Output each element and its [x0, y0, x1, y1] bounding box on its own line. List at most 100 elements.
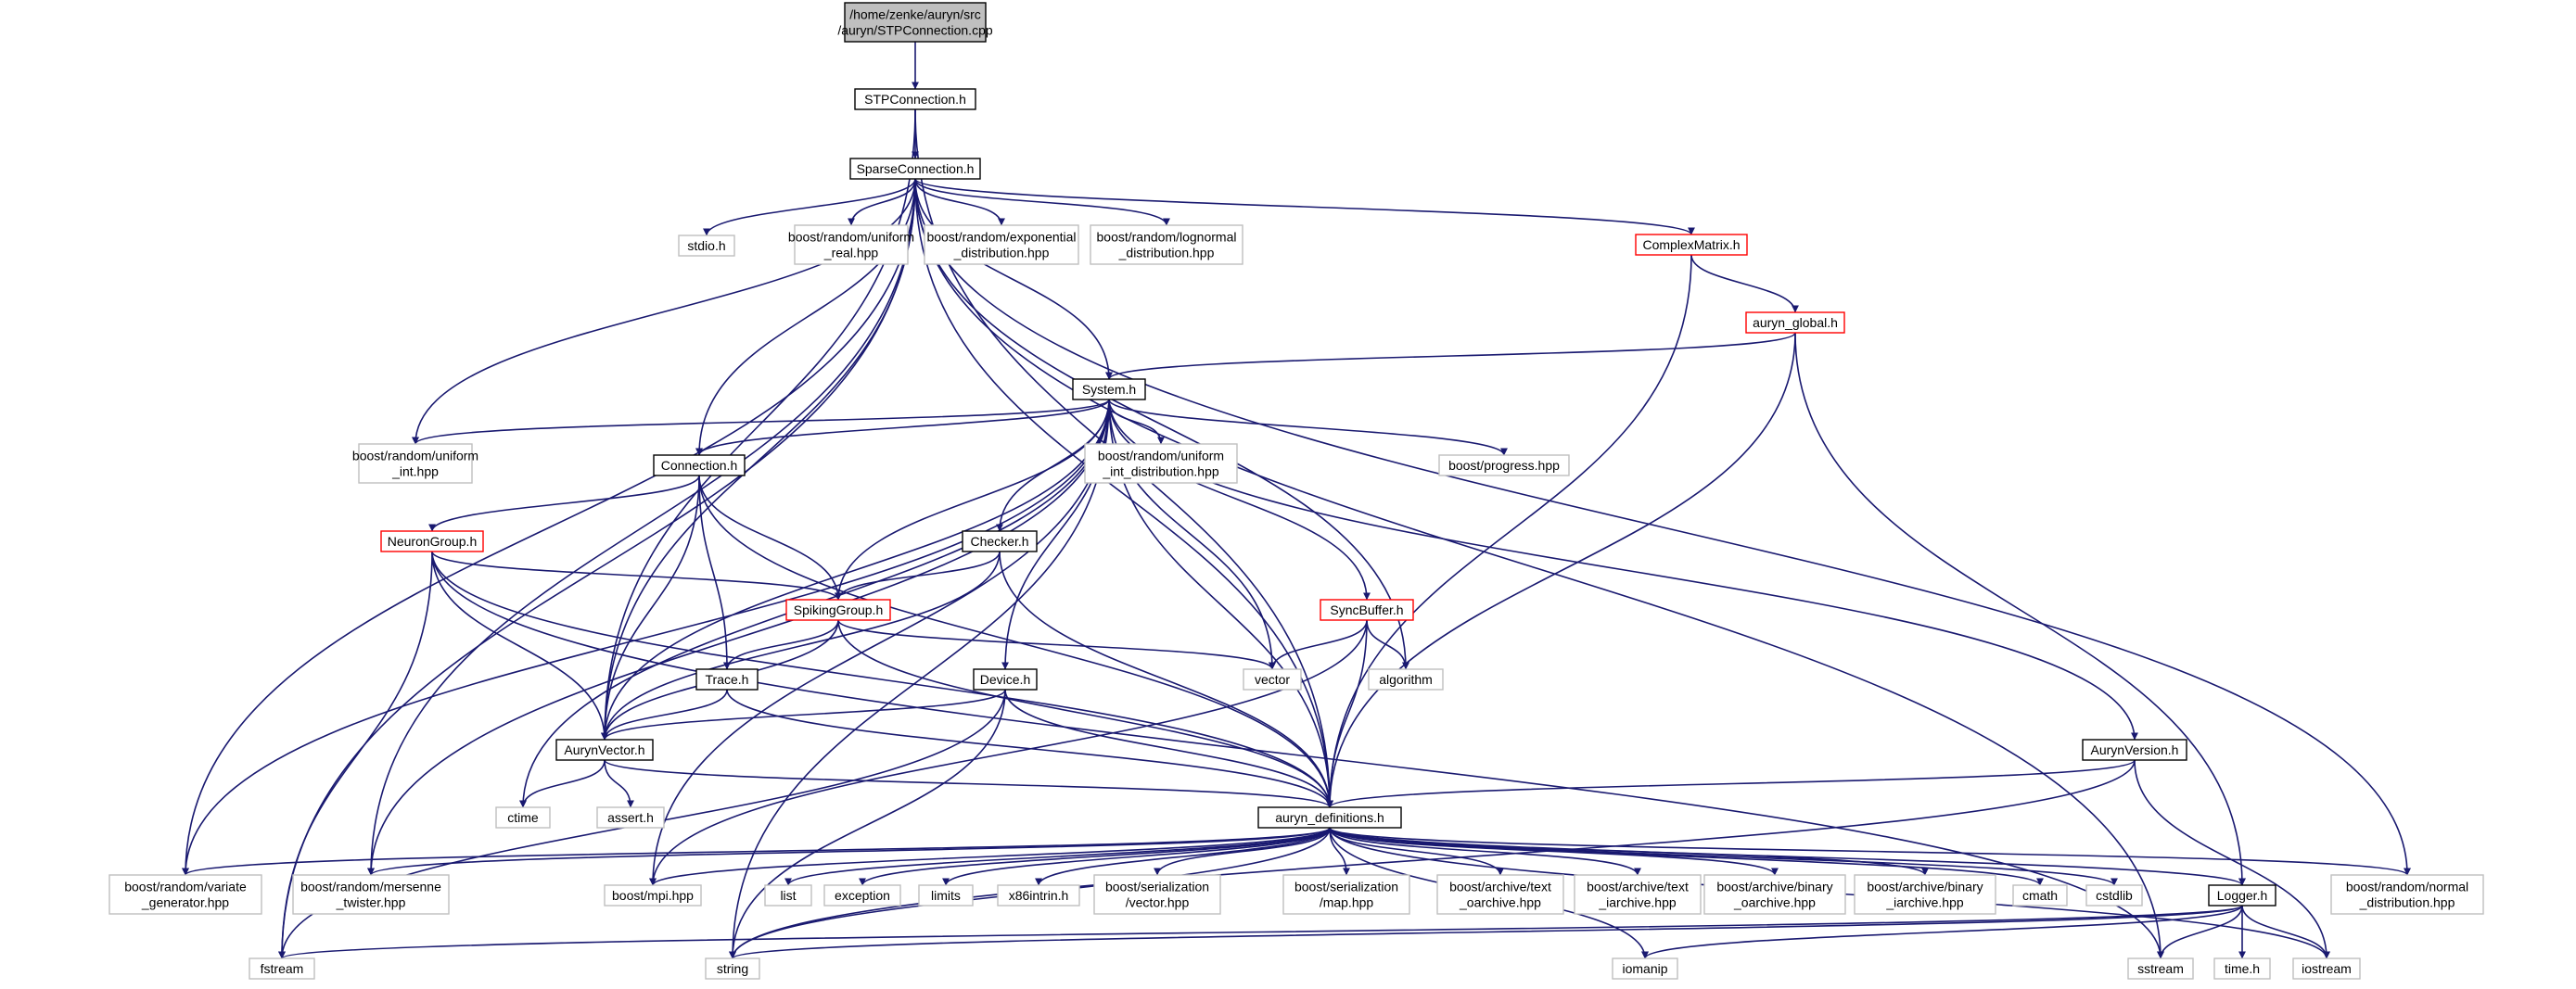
node-text_oarchive[interactable]: boost/archive/text_oarchive.hpp: [1436, 874, 1564, 915]
node-fstream[interactable]: fstream: [249, 957, 315, 980]
edge-connection_h-to-auryn_definitions_h: [698, 475, 1333, 808]
edge-system_h-to-variate_generator: [182, 399, 1110, 876]
node-algorithm[interactable]: algorithm: [1368, 668, 1444, 691]
node-sstream[interactable]: sstream: [2127, 957, 2194, 980]
node-spikinggroup_h[interactable]: SpikingGroup.h: [785, 599, 891, 621]
node-system_h[interactable]: System.h: [1072, 378, 1146, 400]
node-label: /map.hpp: [1320, 895, 1374, 910]
node-serialization_map[interactable]: boost/serialization/map.hpp: [1282, 874, 1410, 915]
node-label: /home/zenke/auryn/src: [849, 7, 981, 22]
node-label: boost/random/variate: [124, 880, 247, 894]
edge-neurongroup_h-to-aurynvector_h: [431, 551, 608, 741]
node-syncbuffer_h[interactable]: SyncBuffer.h: [1320, 599, 1414, 621]
edge-auryn_definitions_h-to-cstdlib: [1329, 827, 2118, 886]
node-iostream[interactable]: iostream: [2292, 957, 2361, 980]
node-ctime[interactable]: ctime: [495, 806, 551, 829]
node-sparseconnection_h[interactable]: SparseConnection.h: [849, 158, 981, 180]
node-list[interactable]: list: [764, 884, 812, 907]
node-mersenne_twister[interactable]: boost/random/mersenne_twister.hpp: [292, 874, 450, 915]
node-box: [1574, 874, 1702, 915]
node-box: [380, 530, 484, 552]
node-x86intrin_h[interactable]: x86intrin.h: [997, 884, 1080, 907]
node-box: [2208, 884, 2276, 907]
node-stpconnection_h[interactable]: STPConnection.h: [854, 88, 976, 110]
node-box: [292, 874, 450, 915]
node-time_h[interactable]: time.h: [2213, 957, 2271, 980]
node-label: AurynVector.h: [564, 742, 644, 757]
edge-syncbuffer_h-to-mpi: [649, 619, 1368, 886]
node-auryn_definitions_h[interactable]: auryn_definitions.h: [1257, 806, 1402, 829]
node-binary_oarchive[interactable]: boost/archive/binary_oarchive.hpp: [1703, 874, 1846, 915]
node-complexmatrix_h[interactable]: ComplexMatrix.h: [1635, 234, 1748, 256]
edge-sparseconnection_h-to-algorithm: [914, 178, 1409, 670]
node-neurongroup_h[interactable]: NeuronGroup.h: [380, 530, 484, 552]
node-label: auryn_global.h: [1753, 315, 1838, 330]
node-string[interactable]: string: [705, 957, 760, 980]
node-label: assert.h: [607, 810, 654, 825]
node-uniform_int_dist[interactable]: boost/random/uniform_int_distribution.hp…: [1084, 443, 1238, 484]
node-root[interactable]: /home/zenke/auryn/src/auryn/STPConnectio…: [837, 2, 993, 43]
edge-aurynversion_h-to-auryn_definitions_h: [1326, 759, 2136, 808]
node-checker_h[interactable]: Checker.h: [962, 530, 1038, 552]
edge-complexmatrix_h-to-auryn_definitions_h: [1326, 254, 1692, 808]
node-box: [794, 224, 909, 265]
node-box: [854, 88, 976, 110]
node-label: ctime: [507, 810, 539, 825]
node-assert_h[interactable]: assert.h: [596, 806, 665, 829]
node-device_h[interactable]: Device.h: [973, 668, 1038, 691]
node-serialization_vector[interactable]: boost/serialization/vector.hpp: [1093, 874, 1221, 915]
edge-aurynvector_h-to-auryn_definitions_h: [604, 759, 1333, 808]
node-label: boost/random/uniform: [1098, 449, 1224, 463]
node-vector[interactable]: vector: [1243, 668, 1302, 691]
node-trace_h[interactable]: Trace.h: [695, 668, 759, 691]
node-box: [2085, 884, 2143, 907]
node-aurynvector_h[interactable]: AurynVector.h: [555, 739, 654, 761]
node-binary_iarchive[interactable]: boost/archive/binary_iarchive.hpp: [1854, 874, 1996, 915]
node-variate_generator[interactable]: boost/random/variate_generator.hpp: [108, 874, 262, 915]
edge-spikinggroup_h-to-trace_h: [723, 619, 839, 670]
node-stdio_h[interactable]: stdio.h: [678, 235, 735, 257]
node-text_iarchive[interactable]: boost/archive/text_iarchive.hpp: [1574, 874, 1702, 915]
node-exponential[interactable]: boost/random/exponential_distribution.hp…: [924, 224, 1079, 265]
node-limits[interactable]: limits: [918, 884, 974, 907]
node-box: [678, 235, 735, 257]
node-progress[interactable]: boost/progress.hpp: [1438, 454, 1570, 476]
node-label: boost/serialization: [1294, 880, 1398, 894]
edge-auryn_global_h-to-system_h: [1105, 332, 1796, 380]
node-logger_h[interactable]: Logger.h: [2208, 884, 2276, 907]
node-label: _distribution.hpp: [2359, 895, 2455, 910]
node-label: limits: [931, 888, 961, 903]
node-cmath[interactable]: cmath: [2012, 884, 2068, 907]
node-box: [844, 2, 987, 43]
node-label: _iarchive.hpp: [1885, 895, 1963, 910]
node-label: list: [780, 888, 796, 903]
node-aurynversion_h[interactable]: AurynVersion.h: [2082, 739, 2187, 761]
node-label: boost/archive/text: [1587, 880, 1689, 894]
edge-neurongroup_h-to-auryn_definitions_h: [431, 551, 1333, 808]
node-label: _int_distribution.hpp: [1102, 464, 1219, 479]
edge-sparseconnection_h-to-auryn_definitions_h: [914, 178, 1333, 808]
node-uniform_real[interactable]: boost/random/uniform_real.hpp: [788, 224, 914, 265]
edge-auryn_definitions_h-to-exception: [859, 827, 1331, 886]
node-connection_h[interactable]: Connection.h: [653, 454, 746, 476]
edge-sparseconnection_h-to-system_h: [914, 178, 1113, 380]
edge-checker_h-to-spikinggroup_h: [835, 551, 1001, 601]
node-box: [555, 739, 654, 761]
node-cstdlib[interactable]: cstdlib: [2085, 884, 2143, 907]
node-label: _twister.hpp: [336, 895, 406, 910]
node-auryn_global_h[interactable]: auryn_global.h: [1745, 311, 1845, 334]
node-lognormal[interactable]: boost/random/lognormal_distribution.hpp: [1090, 224, 1243, 265]
node-label: boost/serialization: [1105, 880, 1209, 894]
node-normal_distribution[interactable]: boost/random/normal_distribution.hpp: [2330, 874, 2484, 915]
edge-spikinggroup_h-to-vector: [837, 619, 1276, 670]
node-label: boost/archive/binary: [1867, 880, 1983, 894]
edge-auryn_definitions_h-to-list: [784, 827, 1331, 886]
node-box: [604, 884, 702, 907]
node-label: SpikingGroup.h: [794, 602, 884, 617]
node-exception[interactable]: exception: [823, 884, 901, 907]
node-box: [918, 884, 974, 907]
node-mpi[interactable]: boost/mpi.hpp: [604, 884, 702, 907]
edge-aurynversion_h-to-string: [729, 759, 2136, 959]
node-uniform_int[interactable]: boost/random/uniform_int.hpp: [352, 443, 478, 484]
node-iomanip[interactable]: iomanip: [1612, 957, 1678, 980]
